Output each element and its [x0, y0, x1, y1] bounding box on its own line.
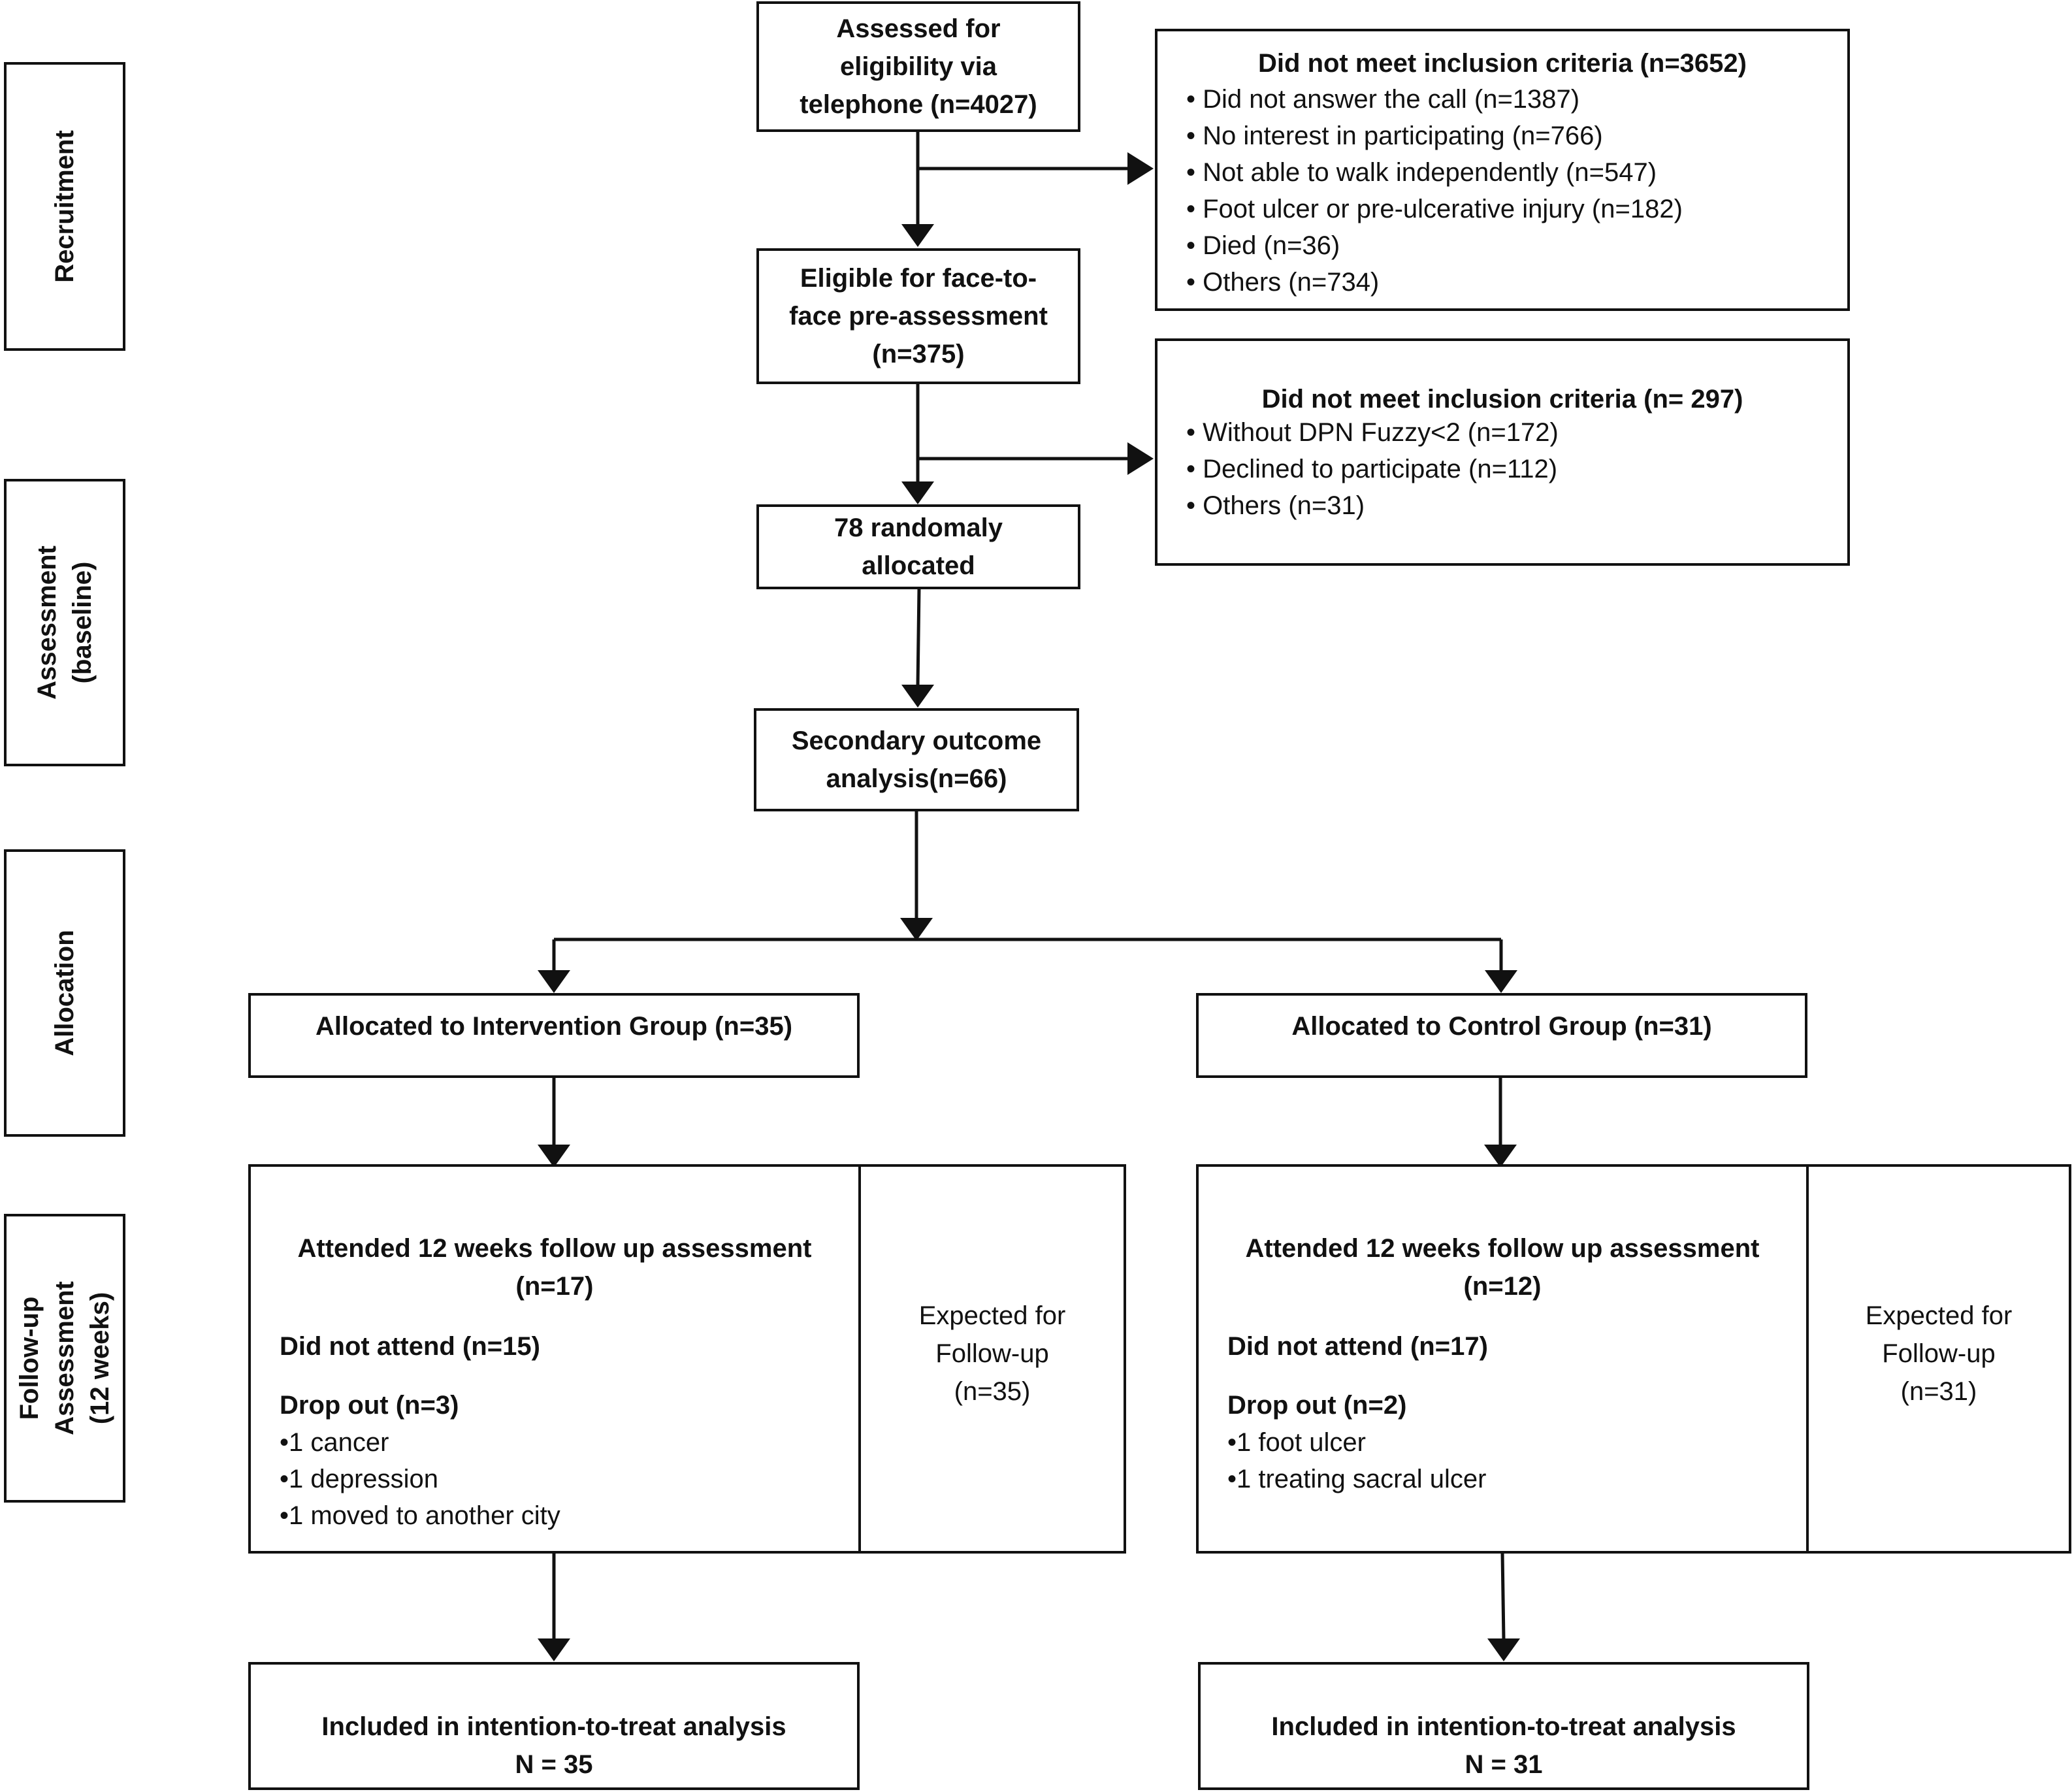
- arrowhead: [1487, 1638, 1520, 1661]
- arrowhead: [1485, 970, 1517, 993]
- control-followup-main: Attended 12 weeks follow up assessment (…: [1199, 1167, 1809, 1551]
- randomized-box: 78 randomaly allocated: [756, 504, 1080, 589]
- control-allocated-box: Allocated to Control Group (n=31): [1196, 993, 1807, 1078]
- list-item: • Not able to walk independently (n=547): [1186, 158, 1657, 187]
- intervention-itt-box: Included in intention-to-treat analysis …: [248, 1662, 860, 1790]
- excluded-2-list: • Without DPN Fuzzy<2 (n=172) • Declined…: [1186, 414, 1847, 524]
- control-itt-box: Included in intention-to-treat analysis …: [1198, 1662, 1809, 1790]
- secondary-outcome-box: Secondary outcome analysis(n=66): [754, 708, 1079, 811]
- intervention-followup-main: Attended 12 weeks follow up assessment (…: [251, 1167, 861, 1551]
- intervention-allocated-box: Allocated to Intervention Group (n=35): [248, 993, 860, 1078]
- arrowhead: [901, 224, 934, 247]
- arrowhead: [538, 1145, 570, 1167]
- list-item: • Without DPN Fuzzy<2 (n=172): [1186, 418, 1559, 447]
- eligible-box: Eligible for face-to- face pre-assessmen…: [756, 248, 1080, 384]
- control-expected: Expected for Follow-up (n=31): [1865, 1301, 2013, 1406]
- arrowhead: [1484, 1145, 1517, 1167]
- list-item: • Others (n=31): [1186, 491, 1365, 520]
- arrowhead: [901, 481, 934, 504]
- control-followup-box: Attended 12 weeks follow up assessment (…: [1196, 1164, 2071, 1554]
- assessed-box: Assessed for eligibility via telephone (…: [756, 1, 1080, 132]
- list-item: • Died (n=36): [1186, 231, 1340, 260]
- arrowhead: [900, 918, 933, 941]
- list-item: • Declined to participate (n=112): [1186, 455, 1558, 483]
- arrow-randomized-to-secondary: [916, 587, 921, 687]
- list-item: •1 depression: [280, 1465, 439, 1493]
- list-item: •1 cancer: [280, 1428, 389, 1457]
- intervention-followup-box: Attended 12 weeks follow up assessment (…: [248, 1164, 1126, 1554]
- arrowhead: [538, 970, 570, 993]
- arrowhead: [1127, 152, 1154, 185]
- phase-allocation: Allocation: [4, 849, 125, 1137]
- intervention-expected: Expected for Follow-up (n=35): [918, 1301, 1066, 1406]
- list-item: •1 moved to another city: [280, 1501, 560, 1530]
- phase-followup: Follow-up Assessment (12 weeks): [4, 1214, 125, 1503]
- excluded-1-list: • Did not answer the call (n=1387) • No …: [1186, 81, 1847, 301]
- arrow-control-to-itt: [1500, 1552, 1506, 1640]
- list-item: • Foot ulcer or pre-ulcerative injury (n…: [1186, 195, 1683, 223]
- excluded-box-1: Did not meet inclusion criteria (n=3652)…: [1155, 29, 1850, 311]
- excluded-1-title: Did not meet inclusion criteria (n=3652): [1258, 49, 1747, 78]
- list-item: • Did not answer the call (n=1387): [1186, 85, 1580, 114]
- arrowhead: [901, 685, 934, 708]
- excluded-2-title: Did not meet inclusion criteria (n= 297): [1261, 385, 1743, 414]
- excluded-box-2: Did not meet inclusion criteria (n= 297)…: [1155, 338, 1850, 566]
- phase-recruitment: Recruitment: [4, 62, 125, 351]
- list-item: •1 foot ulcer: [1227, 1428, 1366, 1457]
- list-item: •1 treating sacral ulcer: [1227, 1465, 1487, 1493]
- list-item: • No interest in participating (n=766): [1186, 122, 1603, 150]
- arrowhead: [1127, 442, 1154, 475]
- phase-assessment: Assessment (baseline): [4, 479, 125, 766]
- list-item: • Others (n=734): [1186, 268, 1380, 297]
- arrowhead: [538, 1638, 570, 1661]
